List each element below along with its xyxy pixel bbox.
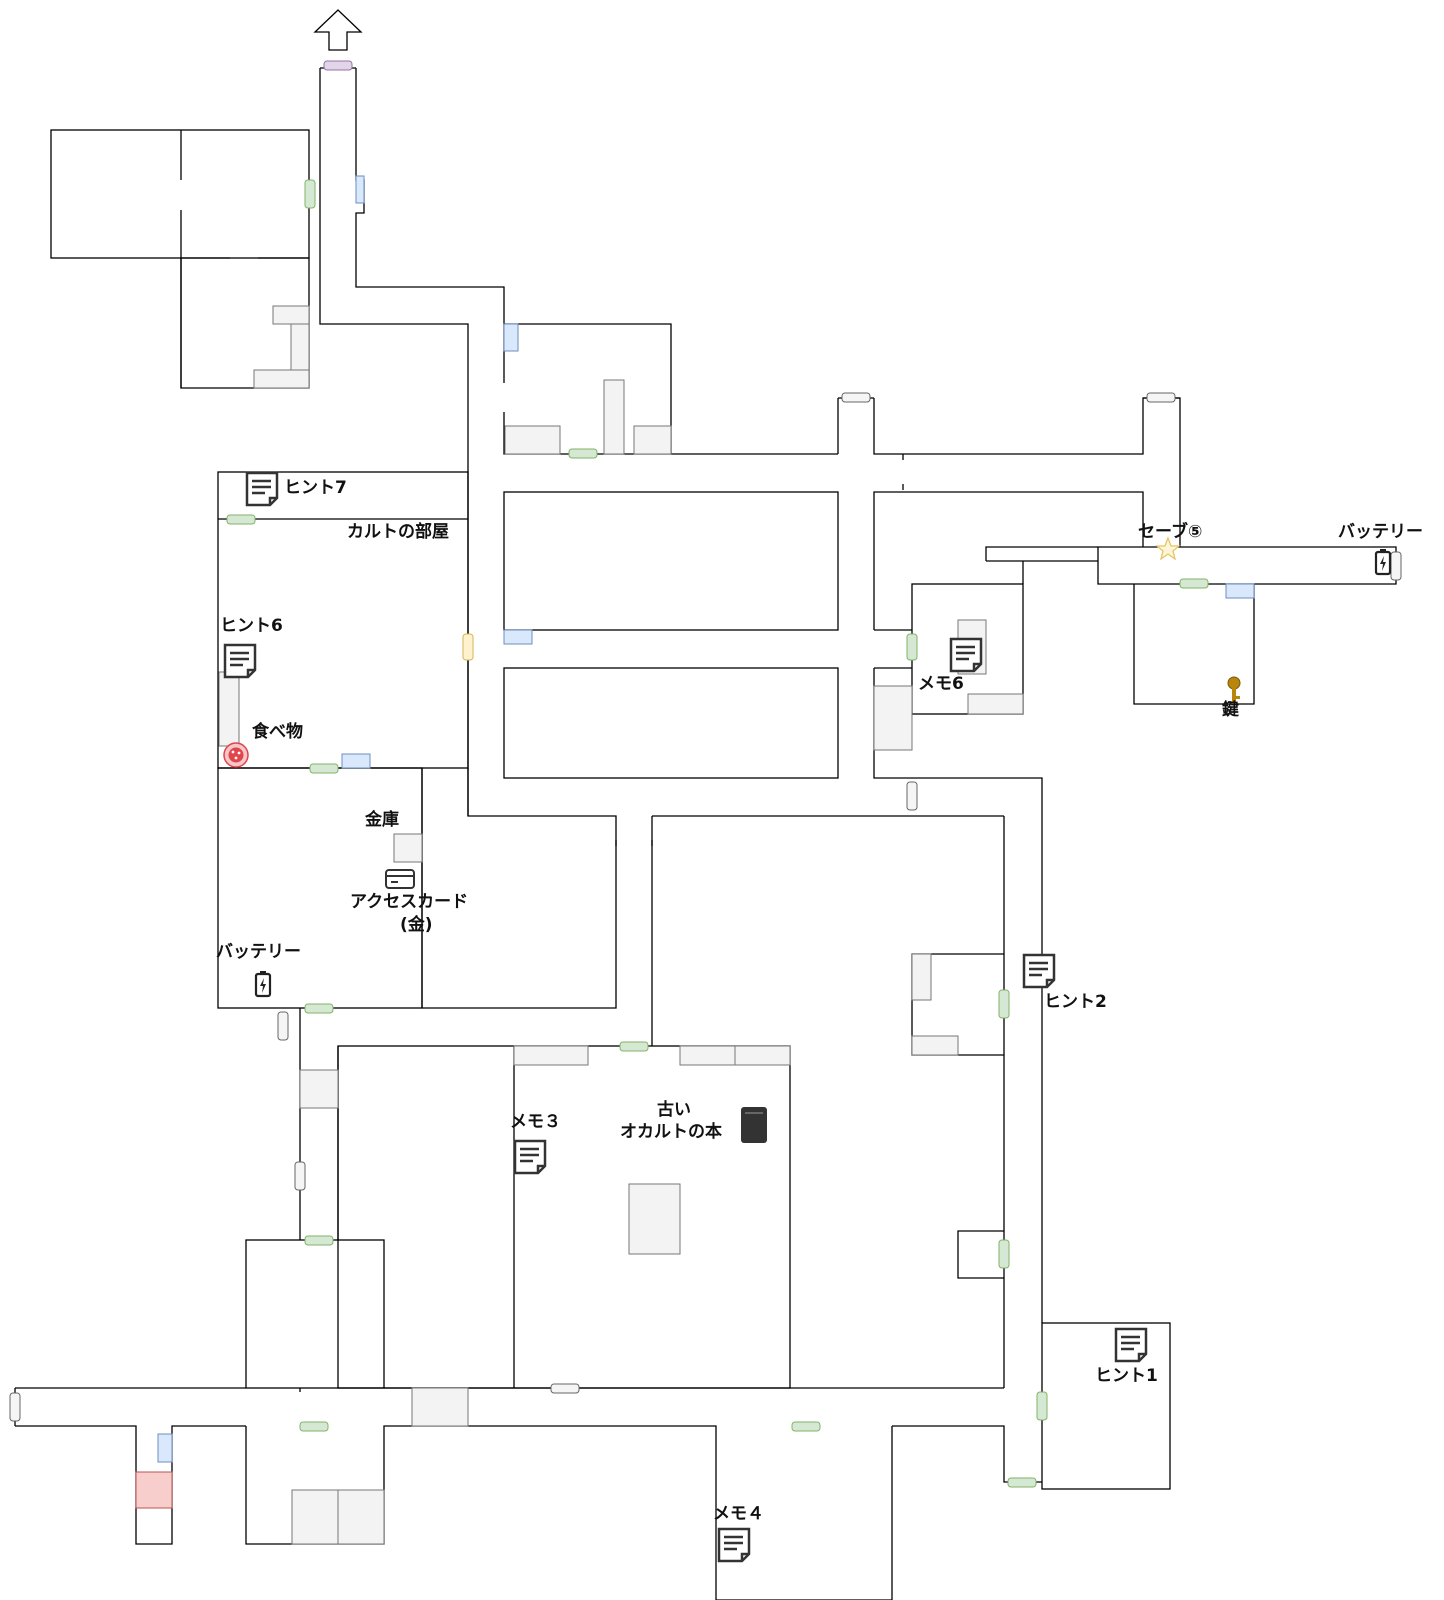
door[interactable]	[998, 1239, 1010, 1269]
note-icon[interactable]	[717, 1527, 751, 1563]
hint6-label: ヒント6	[220, 616, 283, 636]
door[interactable]	[309, 763, 339, 774]
note-icon[interactable]	[1114, 1327, 1148, 1363]
door[interactable]	[619, 1041, 649, 1052]
cult-room-label: カルトの部屋	[347, 522, 449, 542]
card-icon[interactable]	[385, 869, 415, 889]
access-card-label-1: アクセスカード	[350, 892, 469, 912]
door[interactable]	[906, 781, 918, 811]
hint2-label: ヒント2	[1044, 992, 1107, 1012]
door[interactable]	[841, 392, 871, 403]
door[interactable]	[998, 989, 1010, 1019]
safe-label: 金庫	[365, 810, 399, 830]
hazard-tile	[135, 1471, 173, 1509]
door[interactable]	[1390, 551, 1402, 581]
memo3-label: メモ３	[510, 1112, 561, 1132]
doors	[9, 60, 1402, 1488]
door[interactable]	[1146, 392, 1176, 403]
memo4-label: メモ４	[713, 1504, 764, 1524]
hint7-label: ヒント7	[284, 478, 347, 498]
note-icon[interactable]	[1022, 953, 1056, 989]
door[interactable]	[791, 1421, 821, 1432]
note-icon[interactable]	[245, 471, 279, 507]
battery-right-label: バッテリー	[1338, 522, 1423, 542]
memo6-label: メモ6	[918, 674, 964, 694]
note-icon[interactable]	[223, 643, 257, 679]
door[interactable]	[462, 633, 474, 661]
book-icon[interactable]	[741, 1107, 767, 1143]
access-card-label-2: (金)	[400, 915, 433, 935]
door[interactable]	[1179, 578, 1209, 589]
furniture	[218, 305, 1024, 1545]
door[interactable]	[294, 1161, 306, 1191]
door[interactable]	[304, 1003, 334, 1014]
hint1-label: ヒント1	[1095, 1366, 1158, 1386]
door[interactable]	[299, 1421, 329, 1432]
door[interactable]	[277, 1011, 289, 1041]
door[interactable]	[503, 629, 533, 645]
old-book-label-1: 古い	[657, 1100, 691, 1120]
walls	[14, 67, 1397, 1600]
note-icon[interactable]	[513, 1139, 547, 1175]
door[interactable]	[1225, 583, 1255, 599]
door[interactable]	[1036, 1391, 1048, 1421]
door[interactable]	[355, 175, 365, 204]
door[interactable]	[1007, 1477, 1037, 1488]
door[interactable]	[341, 753, 371, 769]
key-icon[interactable]	[1227, 676, 1241, 704]
door[interactable]	[9, 1392, 21, 1422]
note-icon[interactable]	[949, 637, 983, 673]
battery-icon[interactable]	[254, 969, 272, 998]
key-label: 鍵	[1222, 700, 1239, 720]
food-icon[interactable]	[223, 742, 249, 768]
door[interactable]	[568, 448, 598, 459]
save-label: セーブ⑤	[1138, 522, 1203, 542]
up-arrow-icon[interactable]	[313, 9, 363, 51]
door[interactable]	[906, 633, 918, 661]
door[interactable]	[304, 1235, 334, 1246]
door[interactable]	[304, 179, 316, 209]
battery-left-label: バッテリー	[216, 942, 301, 962]
food-label: 食べ物	[252, 722, 303, 742]
door[interactable]	[226, 514, 256, 525]
door[interactable]	[323, 60, 353, 71]
door[interactable]	[550, 1383, 580, 1394]
door[interactable]	[157, 1433, 173, 1463]
door[interactable]	[503, 323, 519, 352]
old-book-label-2: オカルトの本	[620, 1122, 722, 1142]
battery-icon[interactable]	[1374, 547, 1392, 576]
star-icon[interactable]	[1155, 536, 1181, 561]
